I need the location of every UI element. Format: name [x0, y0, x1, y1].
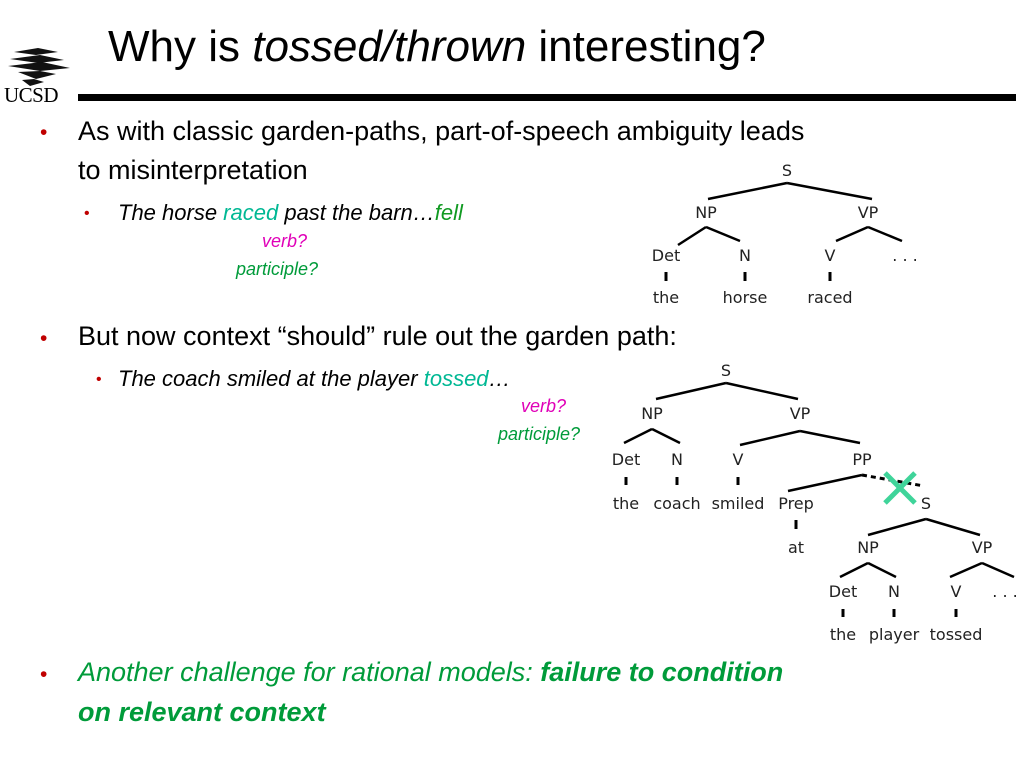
tree2-np2: NP [857, 538, 879, 557]
sub-bullet-2: The coach smiled at the player tossed… [118, 365, 511, 393]
note-participle-1: participle? [236, 259, 319, 279]
tree2-word-smiled: smiled [712, 494, 765, 513]
tree1-det: Det [652, 246, 680, 265]
tree2-word-tossed: tossed [930, 625, 983, 644]
tree1-word-raced: raced [807, 288, 852, 307]
cross-out-icon [883, 471, 917, 505]
tree2-s: S [721, 361, 731, 380]
tree2-word-at: at [788, 538, 804, 557]
tree2-v2: V [951, 582, 962, 601]
ucsd-logo-icon [8, 48, 70, 86]
tree1-word-the: the [653, 288, 679, 307]
bullet-marker: • [40, 327, 48, 350]
bullet-1-line-1: As with classic garden-paths, part-of-sp… [78, 116, 805, 146]
tree1-v: V [825, 246, 836, 265]
bullet-3-bold: failure to condition [540, 657, 784, 687]
bullet-2-line-1: But now context “should” rule out the ga… [78, 321, 677, 351]
tree2-vp: VP [790, 404, 811, 423]
sub-2-pre: The coach smiled at the player [118, 366, 424, 391]
tree1-n: N [739, 246, 751, 265]
tree2-vp2: VP [972, 538, 993, 557]
sub-1-pre: The horse [118, 200, 224, 225]
tree2-np: NP [641, 404, 663, 423]
tree2-pp: PP [852, 450, 872, 469]
sub-bullet-marker: • [96, 371, 102, 388]
parse-tree-1: S NP VP Det N V . . . the horse raced [652, 161, 918, 307]
tree2-word-player: player [869, 625, 920, 644]
tree1-s: S [782, 161, 792, 180]
ucsd-logo-text: UCSD [4, 83, 59, 107]
parse-tree-2: S NP VP Det N V PP the coach smiled Prep… [612, 361, 1018, 644]
tree2-v: V [733, 450, 744, 469]
tree2-word-the2: the [830, 625, 856, 644]
slide-title: Why is tossed/thrown interesting? [108, 20, 766, 74]
sub-2-post: … [488, 366, 511, 391]
bullet-3-line-2: on relevant context [78, 697, 326, 727]
tree2-word-coach: coach [653, 494, 700, 513]
sub-bullet-marker: • [84, 205, 90, 222]
bullet-3-line-1: Another challenge for rational models: f… [78, 655, 783, 689]
tree2-embedded-s: S [921, 494, 931, 513]
sub-1-key-word: raced [223, 200, 279, 225]
sub-bullet-1: The horse raced past the barn…fell [118, 199, 463, 227]
tree1-np: NP [695, 203, 717, 222]
tree1-word-horse: horse [723, 288, 768, 307]
bullet-marker: • [40, 663, 48, 686]
sub-1-post: past the barn… [278, 200, 435, 225]
bullet-marker: • [40, 121, 48, 144]
note-participle-2: participle? [498, 424, 581, 444]
sub-1-tail: fell [434, 200, 463, 225]
tree1-vp: VP [858, 203, 879, 222]
sub-2-key-word: tossed [423, 366, 489, 391]
note-verb-1: verb? [262, 231, 308, 251]
bullet-3-plain: Another challenge for rational models: [78, 657, 541, 687]
title-divider [78, 94, 1016, 101]
title-pre: Why is [108, 22, 253, 71]
title-post: interesting? [526, 22, 766, 71]
tree2-det: Det [612, 450, 640, 469]
tree2-prep: Prep [778, 494, 814, 513]
note-verb-2: verb? [521, 396, 567, 416]
title-emphasis: tossed/thrown [252, 22, 527, 71]
tree2-n: N [671, 450, 683, 469]
tree1-ellipsis: . . . [892, 246, 917, 265]
tree2-n2: N [888, 582, 900, 601]
tree2-ellipsis: . . . [992, 582, 1017, 601]
bullet-1-line-2: to misinterpretation [78, 155, 308, 185]
tree2-word-the: the [613, 494, 639, 513]
tree2-det2: Det [829, 582, 857, 601]
